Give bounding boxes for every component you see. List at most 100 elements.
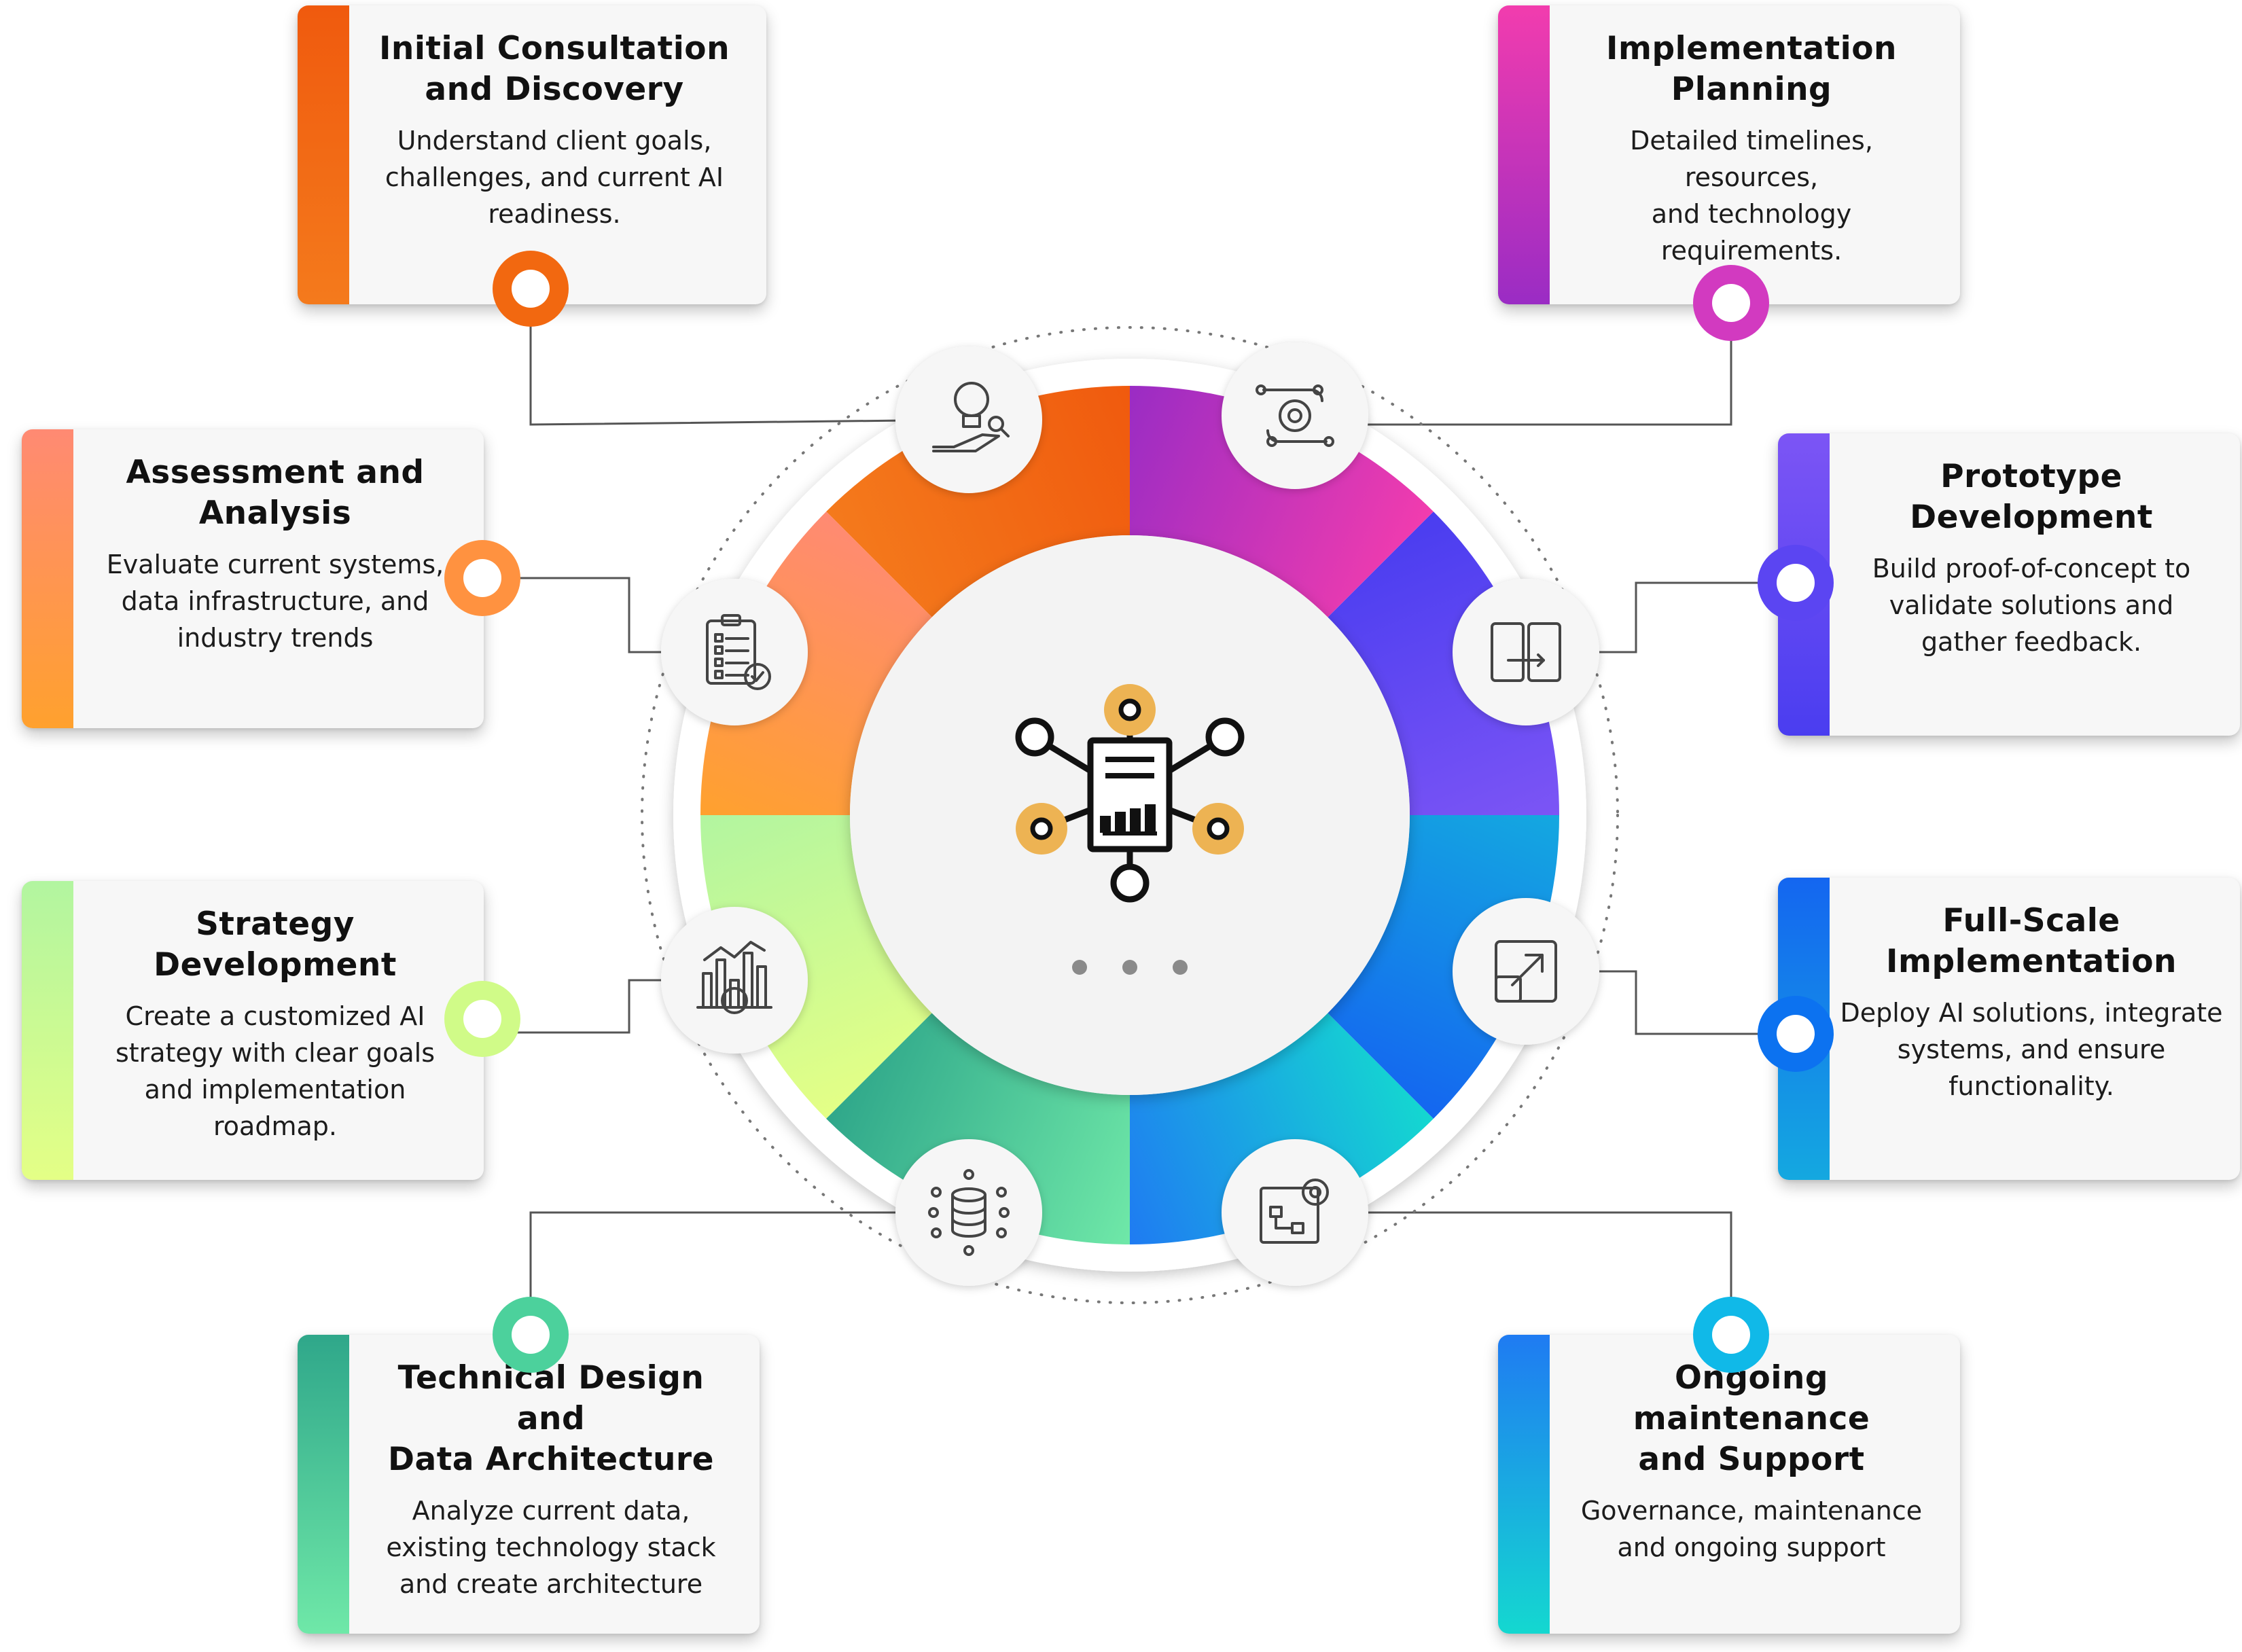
card-description-line: and ongoing support [1617, 1532, 1886, 1562]
wheel-segment-fullscale [1328, 815, 1559, 1119]
wheel-segment-maintenance [1130, 1013, 1434, 1244]
card-accent-bar [1778, 433, 1830, 736]
card-description-line: Analyze current data, [412, 1496, 690, 1526]
clipboard-checklist-icon [706, 614, 771, 690]
card-description-line: roadmap. [213, 1111, 337, 1141]
card-description-line: industry trends [177, 623, 374, 653]
card-description-line: Evaluate current systems, [106, 550, 444, 579]
card-description-line: and technology [1651, 199, 1852, 229]
card-description-line: strategy with clear goals [115, 1038, 435, 1068]
connector-technical [529, 1211, 969, 1335]
card-description-line: data infrastructure, and [121, 586, 429, 616]
card-description: Analyze current data, existing technology… [359, 1492, 743, 1602]
card-description: Detailed timelines,resources,and technol… [1559, 122, 1944, 269]
connector-maintenance [1295, 1211, 1732, 1335]
card-title-line: and Discovery [425, 71, 684, 108]
card-title-line: Development [1910, 499, 2153, 536]
lightbulb-hand-icon [932, 382, 1010, 452]
card-description-line: systems, and ensure [1897, 1035, 2166, 1064]
card-description-line: Build proof-of-concept to [1872, 554, 2191, 583]
card-accent-bar [298, 5, 349, 304]
badge-assessment [661, 579, 808, 725]
card-title-line: Analysis [198, 495, 352, 532]
card-description-line: functionality. [1949, 1071, 2114, 1101]
badge-strategy [661, 907, 808, 1054]
ai-chart-icon [696, 941, 772, 1014]
connector-consultation [529, 289, 969, 426]
wheel-segment-strategy [700, 815, 932, 1119]
network-document-chart-icon [1015, 684, 1245, 903]
center-dot [1173, 960, 1188, 975]
card-title-line: Data Architecture [388, 1441, 714, 1478]
badge-maintenance [1222, 1139, 1368, 1286]
card-description-line: challenges, and current AI [385, 162, 724, 192]
card-description-line: and implementation [144, 1075, 406, 1105]
card-title-line: Technical Design and [397, 1359, 705, 1437]
card-title: Ongoing maintenance and Support [1559, 1358, 1944, 1480]
badge-planning [1222, 342, 1368, 489]
card-description: Evaluate current systems, data infrastruc… [83, 546, 467, 656]
center-dot [1072, 960, 1087, 975]
card-description-line: gather feedback. [1921, 627, 2142, 657]
card-title-line: Planning [1671, 71, 1832, 108]
card-title: Initial Consultation and Discovery [359, 29, 750, 110]
badge-technical [895, 1139, 1042, 1286]
card-title-line: Ongoing maintenance [1633, 1359, 1870, 1437]
workflow-gear-icon [1256, 384, 1334, 447]
card-description-line: requirements. [1660, 236, 1843, 266]
center-dot [1122, 960, 1137, 975]
database-network-icon [928, 1169, 1010, 1256]
card-description: Create a customized AI strategy with clea… [83, 998, 467, 1145]
dual-device-icon [1491, 622, 1561, 682]
card-accent-bar [22, 429, 73, 728]
color-wheel [700, 386, 1559, 1245]
wheel-segment-assessment [700, 511, 932, 815]
card-description-line: Detailed timelines, [1630, 126, 1873, 156]
card-accent-bar [1498, 1335, 1550, 1634]
card-description-line: Understand client goals, [397, 126, 712, 156]
blueprint-gear-icon [1260, 1179, 1329, 1244]
step-icon-badges [661, 342, 1599, 1286]
center-dots [1072, 960, 1188, 975]
wheel-segment-technical [826, 1013, 1130, 1245]
card-title-line: Full-Scale [1942, 902, 2120, 939]
card-title-line: Assessment and [126, 454, 425, 491]
card-accent-bar [22, 881, 73, 1180]
card-description-line: Create a customized AI [125, 1001, 425, 1031]
card-accent-bar [298, 1335, 349, 1634]
badge-prototype [1453, 579, 1599, 725]
card-description-line: existing technology stack [386, 1532, 716, 1562]
card-accent-bar [1498, 5, 1550, 304]
card-title-line: and Support [1638, 1441, 1865, 1478]
card-description-line: readiness. [488, 199, 621, 229]
card-accent-bar [1778, 878, 1830, 1180]
card-description: Understand client goals, challenges, and … [359, 122, 750, 232]
card-title-line: Prototype [1940, 458, 2122, 495]
badge-fullscale [1453, 898, 1599, 1045]
card-title-line: Initial Consultation [378, 30, 730, 67]
card-title-line: Development [154, 946, 397, 984]
wheel-segment-consultation [826, 386, 1130, 617]
card-title-line: Implementation [1606, 30, 1897, 67]
card-description-line: and create architecture [399, 1569, 703, 1599]
scale-arrow-icon [1495, 940, 1557, 1003]
connector-planning [1295, 303, 1732, 426]
